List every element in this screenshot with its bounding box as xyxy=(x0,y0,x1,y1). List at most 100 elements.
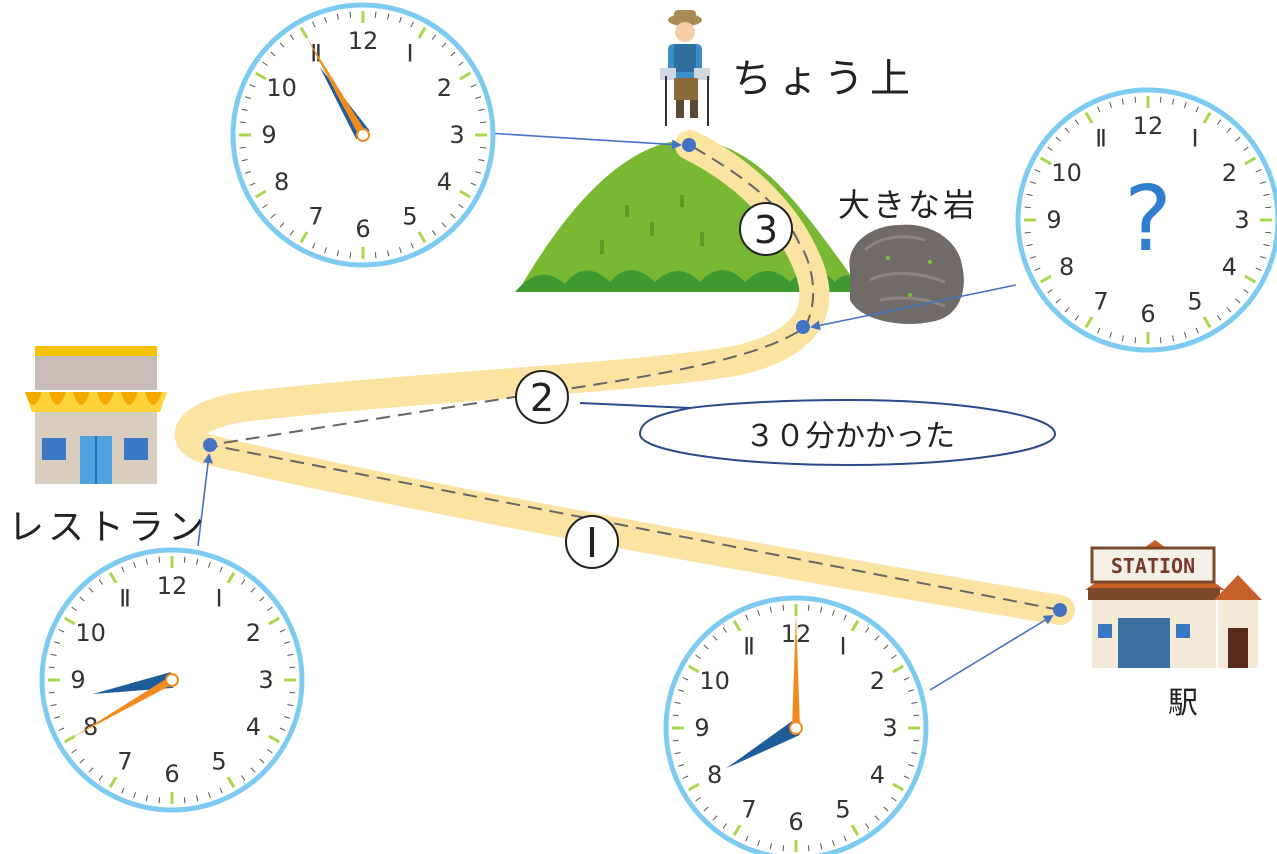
clock-numeral: 2 xyxy=(870,667,885,695)
leg-1-marker xyxy=(565,515,619,569)
restaurant-illustration xyxy=(25,346,167,484)
clock-tick xyxy=(903,677,910,681)
clock-tick xyxy=(1263,193,1270,196)
clock-tick xyxy=(892,664,905,674)
clock-tick xyxy=(249,84,256,88)
clock-tick xyxy=(864,627,870,633)
clock-tick xyxy=(1159,96,1162,103)
clock-tick xyxy=(289,691,296,694)
clock-tick xyxy=(336,250,339,257)
clock-tick xyxy=(196,795,199,802)
clock-numeral: 8 xyxy=(1059,253,1074,281)
clock-tick xyxy=(249,182,256,186)
clock-tick xyxy=(312,242,316,249)
clock-tick xyxy=(1121,335,1124,342)
clock-numeral: 9 xyxy=(1046,206,1061,234)
arrow-station xyxy=(929,614,1054,691)
clock-tick xyxy=(250,587,256,593)
clock-tick xyxy=(1172,335,1175,342)
clock-numeral: Ⅰ xyxy=(1191,125,1198,153)
clock-tick xyxy=(289,666,296,669)
point-restaurant xyxy=(203,438,217,452)
clock-tick xyxy=(50,653,57,656)
clock-tick xyxy=(196,558,199,565)
clock-tick xyxy=(349,252,352,259)
clock-numeral: 7 xyxy=(741,795,756,823)
clock-numeral: 5 xyxy=(211,747,226,775)
clock-tick xyxy=(475,96,482,100)
clock-numeral: 4 xyxy=(437,168,452,196)
clock-tick xyxy=(299,231,309,244)
clock-tick xyxy=(254,189,267,199)
clock-tick xyxy=(398,16,402,23)
clock-tick xyxy=(207,561,211,568)
clock-tick xyxy=(219,566,223,573)
clock-tick xyxy=(1121,98,1124,105)
clock-tick xyxy=(745,614,749,621)
clock-tick xyxy=(782,845,785,852)
minute-hand xyxy=(305,35,367,137)
clock-tick xyxy=(1097,327,1101,334)
clock-tick xyxy=(262,61,268,67)
clock-tick xyxy=(121,566,125,573)
point-summit xyxy=(682,138,696,152)
clock-numeral: 7 xyxy=(308,202,323,230)
station-illustration: STATION xyxy=(1085,540,1262,668)
clock-tick xyxy=(1055,298,1061,304)
clock-tick xyxy=(441,222,447,228)
clock-tick xyxy=(387,13,390,20)
hour-hand xyxy=(726,721,800,769)
clock-tick xyxy=(287,653,294,656)
clock-tick xyxy=(1243,146,1249,152)
clock-tick xyxy=(336,13,339,20)
clock-tick xyxy=(478,108,485,111)
clock-tick xyxy=(250,767,256,773)
clock-tick xyxy=(284,715,291,719)
hiker-illustration xyxy=(660,10,710,126)
clock-numeral: Ⅰ xyxy=(839,633,846,661)
clock-tick xyxy=(183,797,186,804)
clock-tick xyxy=(892,782,905,792)
clock-numeral: Ⅰ xyxy=(406,40,413,68)
clock-face xyxy=(1015,87,1277,353)
clock-tick xyxy=(891,796,897,802)
clock-tick xyxy=(1183,332,1187,339)
clock-tick xyxy=(241,159,248,162)
clock-tick xyxy=(289,34,295,40)
clock-tick xyxy=(1235,136,1241,142)
leg-3-marker: 3 xyxy=(739,202,793,256)
clock-tick xyxy=(478,159,485,162)
clock-numeral: 12 xyxy=(348,27,379,55)
clock-tick xyxy=(398,247,402,254)
clock-tick xyxy=(1172,98,1175,105)
clock-tick xyxy=(1097,106,1101,113)
clock-tick xyxy=(158,556,161,563)
clock-tick xyxy=(244,170,251,174)
clock-tick xyxy=(850,824,860,837)
clock-tick xyxy=(1255,267,1262,271)
clock-tick xyxy=(1084,111,1094,124)
clock-tick xyxy=(1047,288,1053,294)
clock-tick xyxy=(687,782,700,792)
clock-tick xyxy=(279,629,286,633)
clock-tick xyxy=(183,556,186,563)
station-sign-text: STATION xyxy=(1111,554,1195,578)
rock-label: 大きな岩 xyxy=(838,186,979,224)
clock-tick xyxy=(874,815,880,821)
clock-tick xyxy=(374,252,377,259)
clock-tick xyxy=(270,51,276,57)
clock-tick xyxy=(219,787,223,794)
clock-tick xyxy=(58,629,65,633)
clock-tick xyxy=(121,787,125,794)
clocks-layer: Ⅰ2345678910Ⅱ12Ⅰ2345678910Ⅱ12?Ⅰ2345678910… xyxy=(39,2,1277,854)
clock-tick xyxy=(63,616,76,626)
clock-tick xyxy=(1084,316,1094,329)
clock-tick xyxy=(58,727,65,731)
arrow-restaurant xyxy=(197,453,214,547)
clock-tick xyxy=(1255,169,1262,173)
clock-numeral: 3 xyxy=(1234,206,1249,234)
clock-tick xyxy=(1134,96,1137,103)
clock-numeral: 9 xyxy=(70,666,85,694)
clock-tick xyxy=(911,701,918,704)
minute-hand xyxy=(792,613,800,728)
